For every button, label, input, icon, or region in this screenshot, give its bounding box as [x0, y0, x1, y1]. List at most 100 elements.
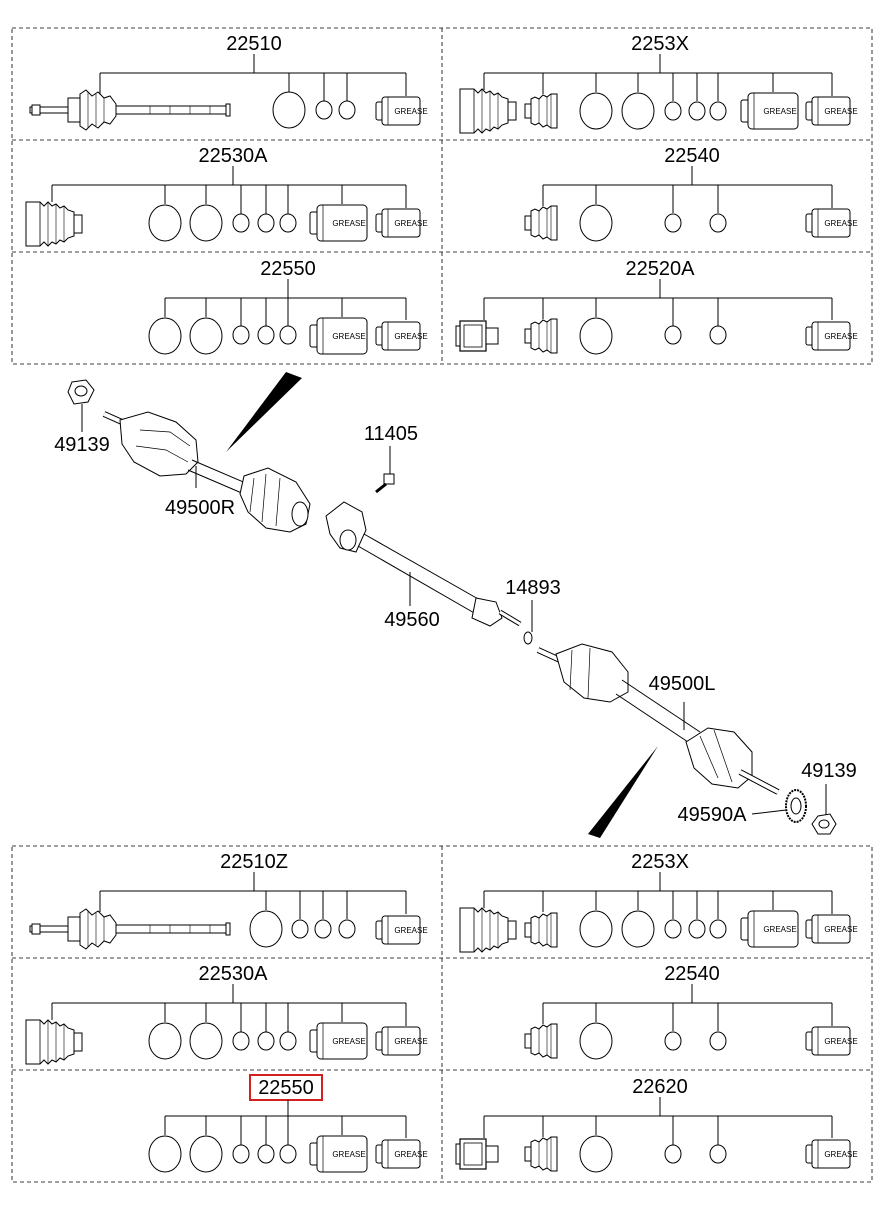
clamp-ring-icon	[621, 910, 655, 948]
band-icon	[709, 325, 727, 345]
grease-label: GREASE	[763, 107, 796, 116]
bolt[interactable]: 11405	[364, 423, 418, 494]
clamp-ring-icon	[579, 317, 613, 355]
drive-shaft-left[interactable]: 49500L	[536, 643, 780, 795]
band-icon	[232, 1031, 250, 1051]
band-icon	[279, 325, 297, 345]
band-icon	[257, 325, 275, 345]
kit-label: 22530A	[199, 963, 269, 985]
kit-label: 22510Z	[220, 851, 288, 873]
grease-label: GREASE	[394, 1150, 427, 1159]
callout-label: 14893	[505, 577, 561, 599]
clamp-ring-icon	[148, 1135, 182, 1173]
kit-label: 22510	[226, 33, 282, 55]
clamp-ring-icon	[621, 92, 655, 130]
band-icon	[709, 101, 727, 121]
hub-nut-left[interactable]: 49139	[801, 760, 857, 835]
band-icon	[257, 1031, 275, 1051]
kit-22520A[interactable]: 22520A GREASE	[455, 258, 858, 355]
callout-label: 49139	[801, 760, 857, 782]
kit-22540-bottom[interactable]: 22540 GREASE	[524, 963, 858, 1060]
kit-label: 2253X	[631, 851, 689, 873]
band-icon	[257, 213, 275, 233]
outer-boot-icon	[459, 907, 517, 953]
grease-label: GREASE	[332, 219, 365, 228]
grease-label: GREASE	[394, 219, 427, 228]
kit-22530A[interactable]: 22530A GREASE GREASE	[25, 145, 428, 247]
band-icon	[709, 213, 727, 233]
grease-label: GREASE	[332, 1150, 365, 1159]
boot-icon	[25, 1019, 83, 1065]
axle-assembly-icon	[29, 908, 231, 950]
kit-22550[interactable]: 22550 GREASE GREASE	[148, 258, 428, 355]
band-icon	[664, 325, 682, 345]
band-icon	[338, 919, 356, 939]
callout-label: 49500L	[649, 673, 716, 695]
grease-label: GREASE	[824, 925, 857, 934]
kit-label: 22550	[258, 1077, 314, 1099]
clamp-ring-icon	[189, 1135, 223, 1173]
clamp-ring-icon	[579, 910, 613, 948]
kit-2253X[interactable]: 2253X GREASE GREASE	[459, 33, 858, 134]
band-icon	[664, 1031, 682, 1051]
drive-shaft-right[interactable]: 49500R	[102, 411, 311, 533]
pointer-wedge-top	[226, 372, 302, 452]
kit-label: 22550	[260, 258, 316, 280]
tripod-housing-icon	[455, 1138, 499, 1170]
clamp-ring-icon	[189, 1022, 223, 1060]
band-icon	[232, 1144, 250, 1164]
tripod-housing-icon	[455, 320, 499, 352]
callout-label: 11405	[364, 423, 418, 445]
clamp-ring-icon	[189, 204, 223, 242]
tone-wheel[interactable]: 49590A	[678, 789, 807, 826]
kit-label: 2253X	[631, 33, 689, 55]
kit-22510[interactable]: 22510 GREASE	[29, 33, 428, 131]
clamp-ring-icon	[579, 1135, 613, 1173]
clamp-ring-icon	[249, 910, 283, 948]
band-icon	[232, 325, 250, 345]
clamp-ring-icon	[272, 91, 306, 129]
grease-label: GREASE	[394, 107, 427, 116]
snap-ring[interactable]: 14893	[505, 577, 561, 645]
bottom-kit-panel	[11, 845, 873, 1183]
band-icon	[688, 919, 706, 939]
band-icon	[257, 1144, 275, 1164]
top-kit-panel	[11, 27, 873, 365]
band-icon	[709, 919, 727, 939]
snap-ring-icon	[291, 919, 309, 939]
kit-22620[interactable]: 22620 GREASE	[455, 1076, 858, 1173]
kit-label: 22540	[664, 963, 720, 985]
kit-22550-bottom[interactable]: 22550 GREASE GREASE	[148, 1074, 428, 1173]
kit-22530A-bottom[interactable]: 22530A GREASE GREASE	[25, 963, 428, 1065]
callout-label: 49139	[54, 434, 110, 456]
inner-boot-icon	[524, 1136, 558, 1172]
grease-label: GREASE	[824, 219, 857, 228]
grease-label: GREASE	[332, 1037, 365, 1046]
band-icon	[314, 919, 332, 939]
clamp-ring-icon	[148, 204, 182, 242]
band-icon	[664, 213, 682, 233]
clamp-ring-icon	[579, 92, 613, 130]
inner-boot-icon	[524, 1023, 558, 1059]
snap-ring-icon	[315, 100, 333, 120]
inner-boot-icon	[524, 318, 558, 354]
kit-label: 22620	[632, 1076, 688, 1098]
clamp-ring-icon	[579, 1022, 613, 1060]
grease-label: GREASE	[824, 107, 857, 116]
band-icon	[338, 100, 356, 120]
clamp-ring-icon	[148, 317, 182, 355]
inner-boot-icon	[524, 205, 558, 241]
kit-22510Z[interactable]: 22510Z GREASE	[29, 851, 428, 950]
hub-nut-right[interactable]: 49139	[54, 379, 110, 456]
band-icon	[232, 213, 250, 233]
band-icon	[279, 1031, 297, 1051]
boot-icon	[25, 201, 83, 247]
kit-22540[interactable]: 22540 GREASE	[524, 145, 858, 242]
band-icon	[664, 1144, 682, 1164]
grease-label: GREASE	[394, 332, 427, 341]
kit-2253X-bottom[interactable]: 2253X GREASE GREASE	[459, 851, 858, 953]
intermediate-shaft[interactable]: 49560	[325, 501, 522, 631]
callout-label: 49560	[384, 609, 440, 631]
grease-label: GREASE	[824, 332, 857, 341]
